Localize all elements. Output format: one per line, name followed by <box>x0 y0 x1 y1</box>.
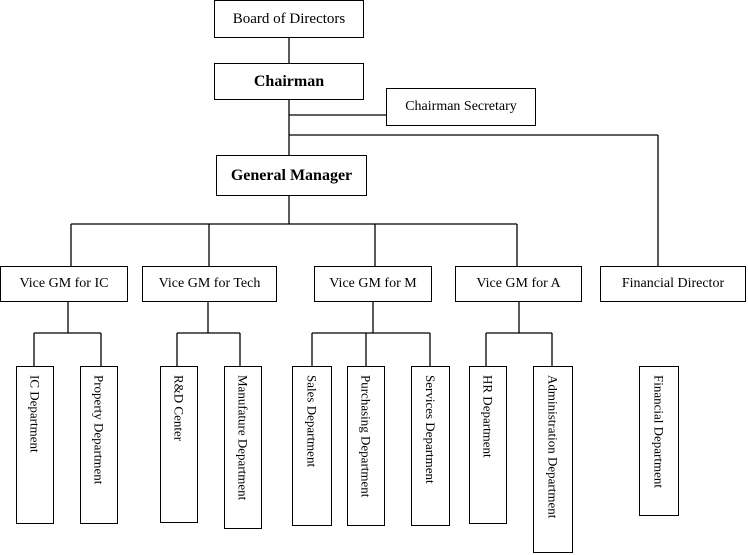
vice-gm-ic-box: Vice GM for IC <box>0 266 128 302</box>
hr-department-box: HR Department <box>469 366 507 524</box>
sales-department-box: Sales Department <box>292 366 332 526</box>
property-department-label: Property Department <box>91 375 107 485</box>
ic-department-box: IC Department <box>16 366 54 524</box>
chairman-secretary-box: Chairman Secretary <box>386 88 536 126</box>
sales-department-label: Sales Department <box>304 375 320 468</box>
manufacture-department-box: Manufature Department <box>224 366 262 529</box>
board-of-directors-box: Board of Directors <box>214 0 364 38</box>
financial-department-label: Financial Department <box>651 375 667 488</box>
vice-gm-m-box: Vice GM for M <box>314 266 432 302</box>
administration-department-box: Administration Department <box>533 366 573 553</box>
rd-center-box: R&D Center <box>160 366 198 523</box>
vice-gm-a-box: Vice GM for A <box>455 266 582 302</box>
property-department-box: Property Department <box>80 366 118 524</box>
manufacture-department-label: Manufature Department <box>235 375 251 501</box>
financial-department-box: Financial Department <box>639 366 679 516</box>
general-manager-box: General Manager <box>216 155 367 196</box>
ic-department-label: IC Department <box>27 375 43 453</box>
vice-gm-tech-box: Vice GM for Tech <box>142 266 277 302</box>
rd-center-label: R&D Center <box>171 375 187 442</box>
financial-director-box: Financial Director <box>600 266 746 302</box>
chairman-box: Chairman <box>214 63 364 100</box>
purchasing-department-box: Purchasing Department <box>347 366 385 526</box>
services-department-label: Services Department <box>423 375 438 484</box>
purchasing-department-label: Purchasing Department <box>358 375 374 498</box>
administration-department-label: Administration Department <box>545 375 561 519</box>
services-department-box: Services Department <box>411 366 450 526</box>
hr-department-label: HR Department <box>480 375 496 458</box>
